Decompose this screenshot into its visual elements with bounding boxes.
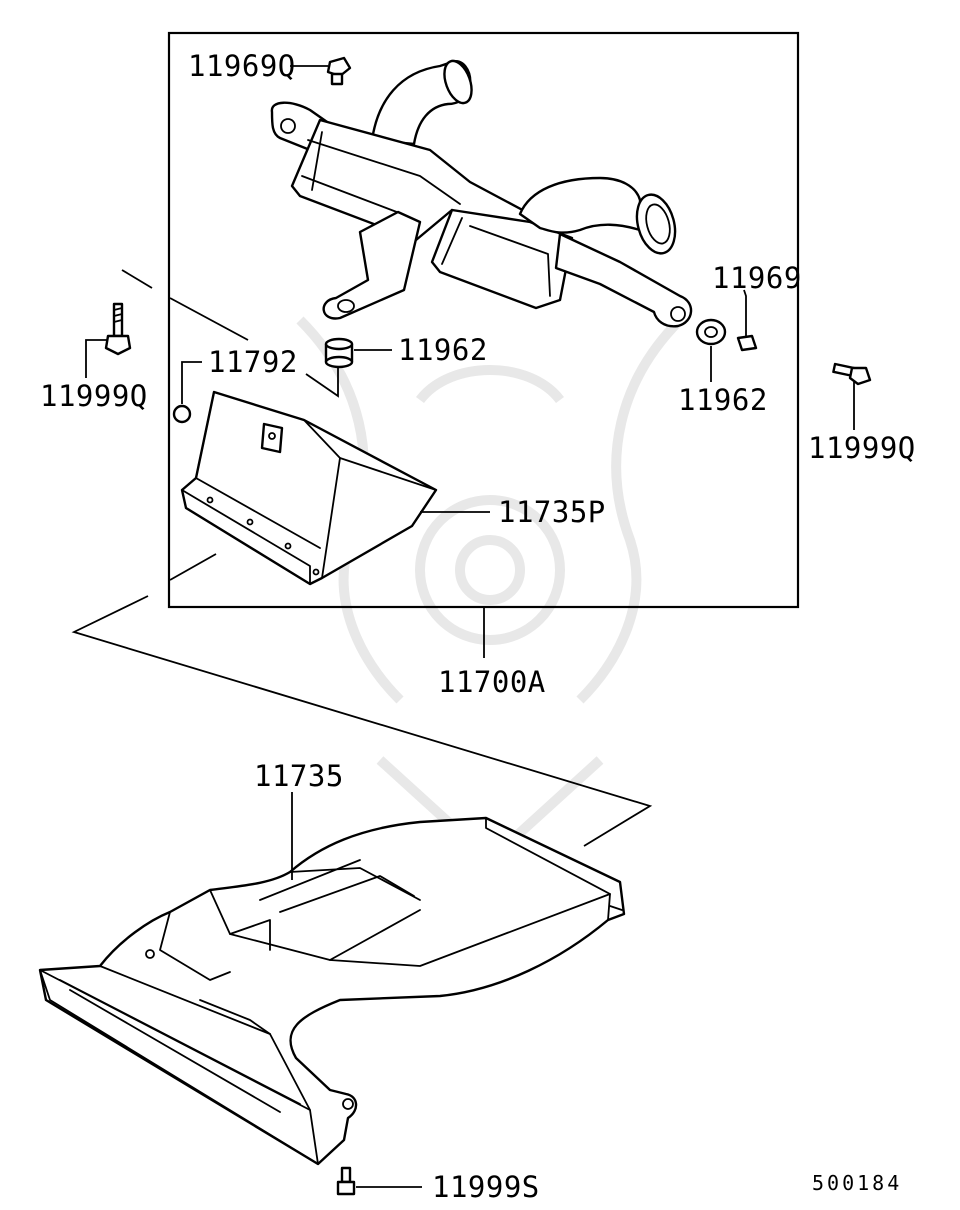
label-11999q-left: 11999Q bbox=[40, 379, 148, 413]
guide-line-b bbox=[71, 595, 653, 847]
clip-11792-icon bbox=[172, 404, 192, 424]
label-11999q-right: 11999Q bbox=[808, 431, 916, 465]
watermark-emblem bbox=[296, 316, 684, 867]
bolt-11999s-icon bbox=[336, 1166, 356, 1196]
air-duct-11735 bbox=[38, 816, 626, 1166]
leader-11999q-left-path bbox=[169, 297, 249, 341]
guide-line-a bbox=[169, 553, 217, 581]
leader-11999q-left bbox=[85, 339, 108, 378]
label-11735: 11735 bbox=[254, 759, 344, 793]
leader-11969 bbox=[743, 289, 747, 336]
label-11999s: 11999S bbox=[432, 1170, 540, 1204]
bolt-11999q-right-icon bbox=[832, 362, 872, 386]
intercooler-core bbox=[270, 59, 693, 328]
bolt-11999q-left-icon bbox=[104, 302, 132, 356]
grommet-11962-center-icon bbox=[324, 337, 354, 369]
label-11700a: 11700A bbox=[438, 665, 546, 699]
air-duct-11735p bbox=[180, 390, 438, 586]
label-11969: 11969 bbox=[712, 261, 802, 295]
leader-11792 bbox=[181, 361, 202, 404]
leader-11999q-left-dash bbox=[121, 269, 153, 289]
diagram-id: 500184 bbox=[812, 1171, 902, 1195]
collar-11969-icon bbox=[736, 334, 758, 352]
bolt-11969q-icon bbox=[326, 56, 352, 86]
label-11962-right: 11962 bbox=[678, 383, 768, 417]
leader-11792-to-grommet bbox=[305, 368, 339, 398]
label-11962-center: 11962 bbox=[398, 333, 488, 367]
grommet-11962-right-icon bbox=[695, 318, 727, 346]
label-11969q: 11969Q bbox=[188, 49, 296, 83]
label-11735p: 11735P bbox=[498, 495, 606, 529]
label-11792: 11792 bbox=[208, 345, 298, 379]
